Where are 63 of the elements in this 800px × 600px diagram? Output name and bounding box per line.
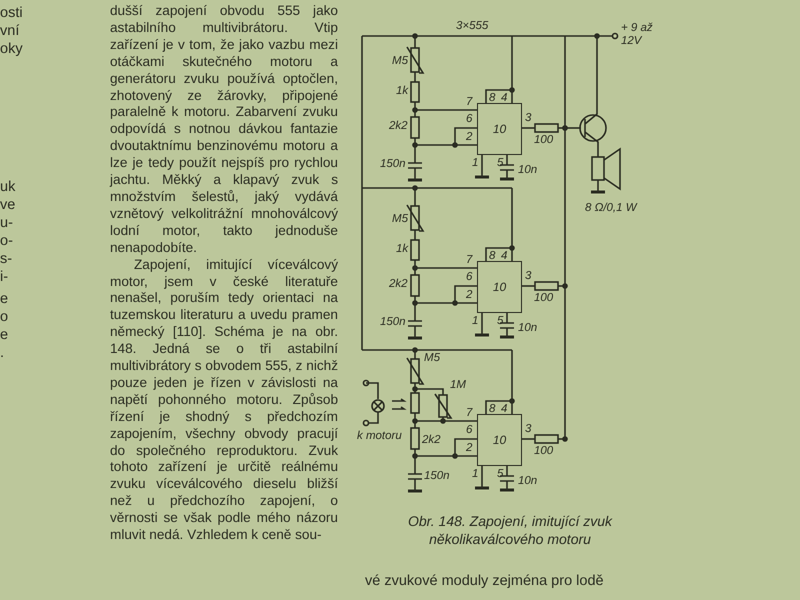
component-value: 100 bbox=[534, 445, 554, 458]
pin-number: 2 bbox=[466, 131, 472, 144]
supply-voltage-label: + 9 až 12V bbox=[621, 22, 654, 48]
pin-number: 7 bbox=[466, 254, 472, 267]
pin-number: 7 bbox=[466, 407, 472, 420]
component-value: 1k bbox=[396, 85, 408, 98]
pin-number: 7 bbox=[466, 96, 472, 109]
pin-number: 6 bbox=[466, 271, 472, 284]
component-value: 2k2 bbox=[422, 434, 441, 447]
timer-chip: 10 bbox=[477, 103, 522, 155]
pin-number: 8 bbox=[489, 403, 496, 416]
component-value: M5 bbox=[392, 55, 408, 68]
pin-number: 8 bbox=[489, 250, 496, 263]
text-fragment: o- bbox=[0, 232, 13, 250]
pin-number: 1 bbox=[472, 157, 478, 170]
component-value: 150n bbox=[380, 316, 406, 329]
component-value: 100 bbox=[534, 292, 554, 305]
pin-number: 2 bbox=[466, 442, 472, 455]
pin-number: 4 bbox=[501, 92, 508, 105]
text-fragment: i- bbox=[0, 268, 8, 286]
body-paragraph: Zapojení, imitující víceválcový motor, jsem v české literatuře nenašel, poruším tedy orientaci na tuzemskou literaturu a uvedu pramen německý [110]. Schéma je na obr. 148. Jedná se o tři astabilní multivibrátory s obvodem 555, z nichž pouze jeden je řízen v závislosti na napětí pohonného motoru. Způsob řízení je shodný s předchozím zapojením, všechny obvody pracují do společného reproduktoru. Zvuk tohoto zařízení je určitě reálnému zvuku víceválcového dieselu bližší než u předchozího zapojení, o věrnosti se však podle mého názoru mluvit nedá. Vzhledem k ceně sou- bbox=[110, 256, 338, 544]
pin-number: 2 bbox=[466, 289, 472, 302]
text-fragment: ve bbox=[0, 196, 16, 214]
pin-number: 6 bbox=[466, 113, 472, 126]
pin-number: 1 bbox=[472, 315, 478, 328]
pin-number: 3 bbox=[525, 423, 532, 436]
component-value: 150n bbox=[380, 158, 406, 171]
text-fragment: e bbox=[0, 290, 8, 308]
timer-chip: 10 bbox=[477, 261, 522, 313]
timer-chip: 10 bbox=[477, 414, 522, 466]
text-fragment: u- bbox=[0, 214, 13, 232]
speaker-rating: 8 Ω/0,1 W bbox=[585, 202, 637, 215]
text-fragment: vní bbox=[0, 22, 20, 40]
component-value: 150n bbox=[424, 470, 450, 483]
pin-number: 4 bbox=[501, 250, 508, 263]
component-value: M5 bbox=[424, 352, 440, 365]
component-value: 10n bbox=[518, 322, 538, 335]
pin-number: 1 bbox=[472, 468, 478, 481]
pin-number: 4 bbox=[501, 403, 508, 416]
text-fragment: oky bbox=[0, 40, 23, 58]
pin-number: 3 bbox=[525, 270, 532, 283]
component-value: 10n bbox=[518, 475, 538, 488]
component-value: 1k bbox=[396, 243, 408, 256]
figure-caption: Obr. 148. Zapojení, imitující zvuk několikaválcového motoru bbox=[406, 512, 614, 548]
body-paragraph: dušší zapojení obvodu 555 jako astabilního multivibrátoru. Vtip zařízení je v tom, že jako vazbu mezi otáčkami skutečného motoru a generátoru zvuku používá optočlen, zhotovený ze žárovky, připojené paralelně k motoru. Zabarvení zvuku odpovídá s notnou dávkou fantazie dvoutaktnímu benzinovému motoru a lze je tedy použít nejspíš pro rychlou jachtu. Měkký a klapavý zvuk s množstvím šelestů, jaký vydává vznětový velkolitrážní mnohoválcový lodní motor, takto jednoduše nenapodobíte. bbox=[110, 3, 338, 257]
text-fragment: e bbox=[0, 326, 8, 344]
text-fragment: o bbox=[0, 308, 8, 326]
text-fragment: . bbox=[0, 344, 4, 362]
component-value: 10n bbox=[518, 164, 538, 177]
pin-number: 8 bbox=[489, 92, 496, 105]
component-value: 2k2 bbox=[389, 120, 408, 133]
body-text-line: vé zvukové moduly zejména pro lodě bbox=[365, 572, 604, 590]
terminal-label: k motoru bbox=[357, 430, 402, 443]
pin-number: 3 bbox=[525, 112, 532, 125]
text-fragment: uk bbox=[0, 178, 16, 196]
component-value: M5 bbox=[392, 213, 408, 226]
component-value: 2k2 bbox=[389, 278, 408, 291]
text-fragment: osti bbox=[0, 4, 23, 22]
chip-count-label: 3×555 bbox=[456, 20, 488, 33]
pin-number: 6 bbox=[466, 424, 472, 437]
component-value: 1M bbox=[450, 379, 466, 392]
text-fragment: s- bbox=[0, 250, 12, 268]
component-value: 100 bbox=[534, 134, 554, 147]
